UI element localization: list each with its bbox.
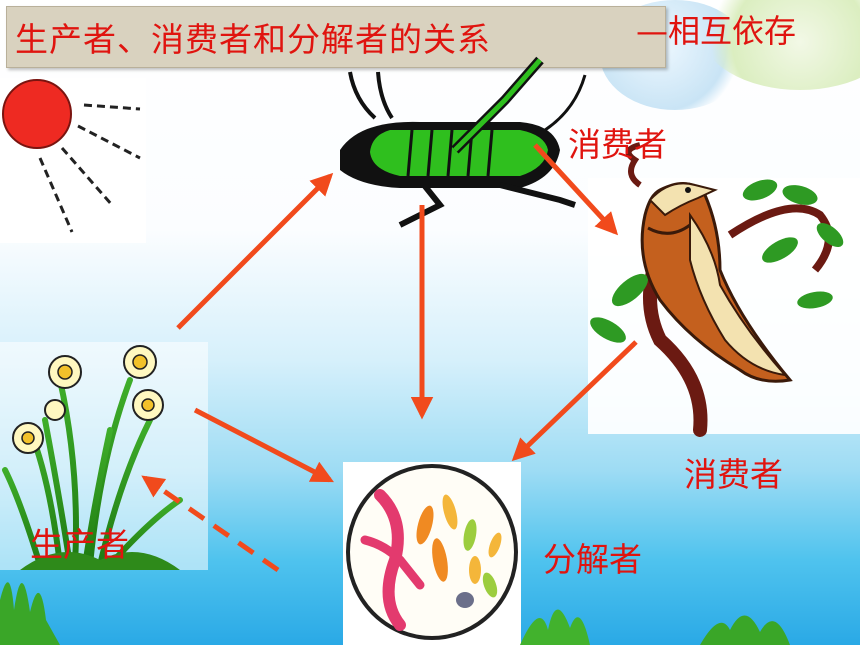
sun-icon [2, 79, 141, 233]
arrows [141, 143, 638, 573]
arrow-producer-to-insect [176, 172, 334, 330]
title-banner: 生产者、消费者和分解者的关系 [6, 6, 666, 68]
flower-icon [132, 389, 164, 421]
microbe-circle-icon [346, 464, 518, 640]
bird-icon [590, 142, 844, 437]
producer-label: 生产者 [30, 525, 129, 564]
bird-consumer-label: 消费者 [684, 455, 783, 494]
page-title: 生产者、消费者和分解者的关系 [15, 20, 491, 59]
arrow-bird-to-decomposer [511, 340, 638, 462]
grasshopper-icon [340, 56, 587, 228]
grass-border [0, 582, 790, 645]
arrow-insect-to-bird [533, 143, 619, 236]
arrow-producer-to-decomposer [193, 407, 334, 483]
flower-icon [44, 399, 66, 421]
decomposer-label: 分解者 [543, 540, 642, 579]
flower-icon [12, 422, 44, 454]
page-subtitle: —相互依存 [636, 12, 797, 50]
arrow-decomposer-to-producer [141, 475, 280, 573]
insect-consumer-label: 消费者 [568, 125, 667, 164]
plant-icon [2, 345, 183, 570]
flower-icon [123, 345, 157, 379]
flower-icon [48, 355, 82, 389]
